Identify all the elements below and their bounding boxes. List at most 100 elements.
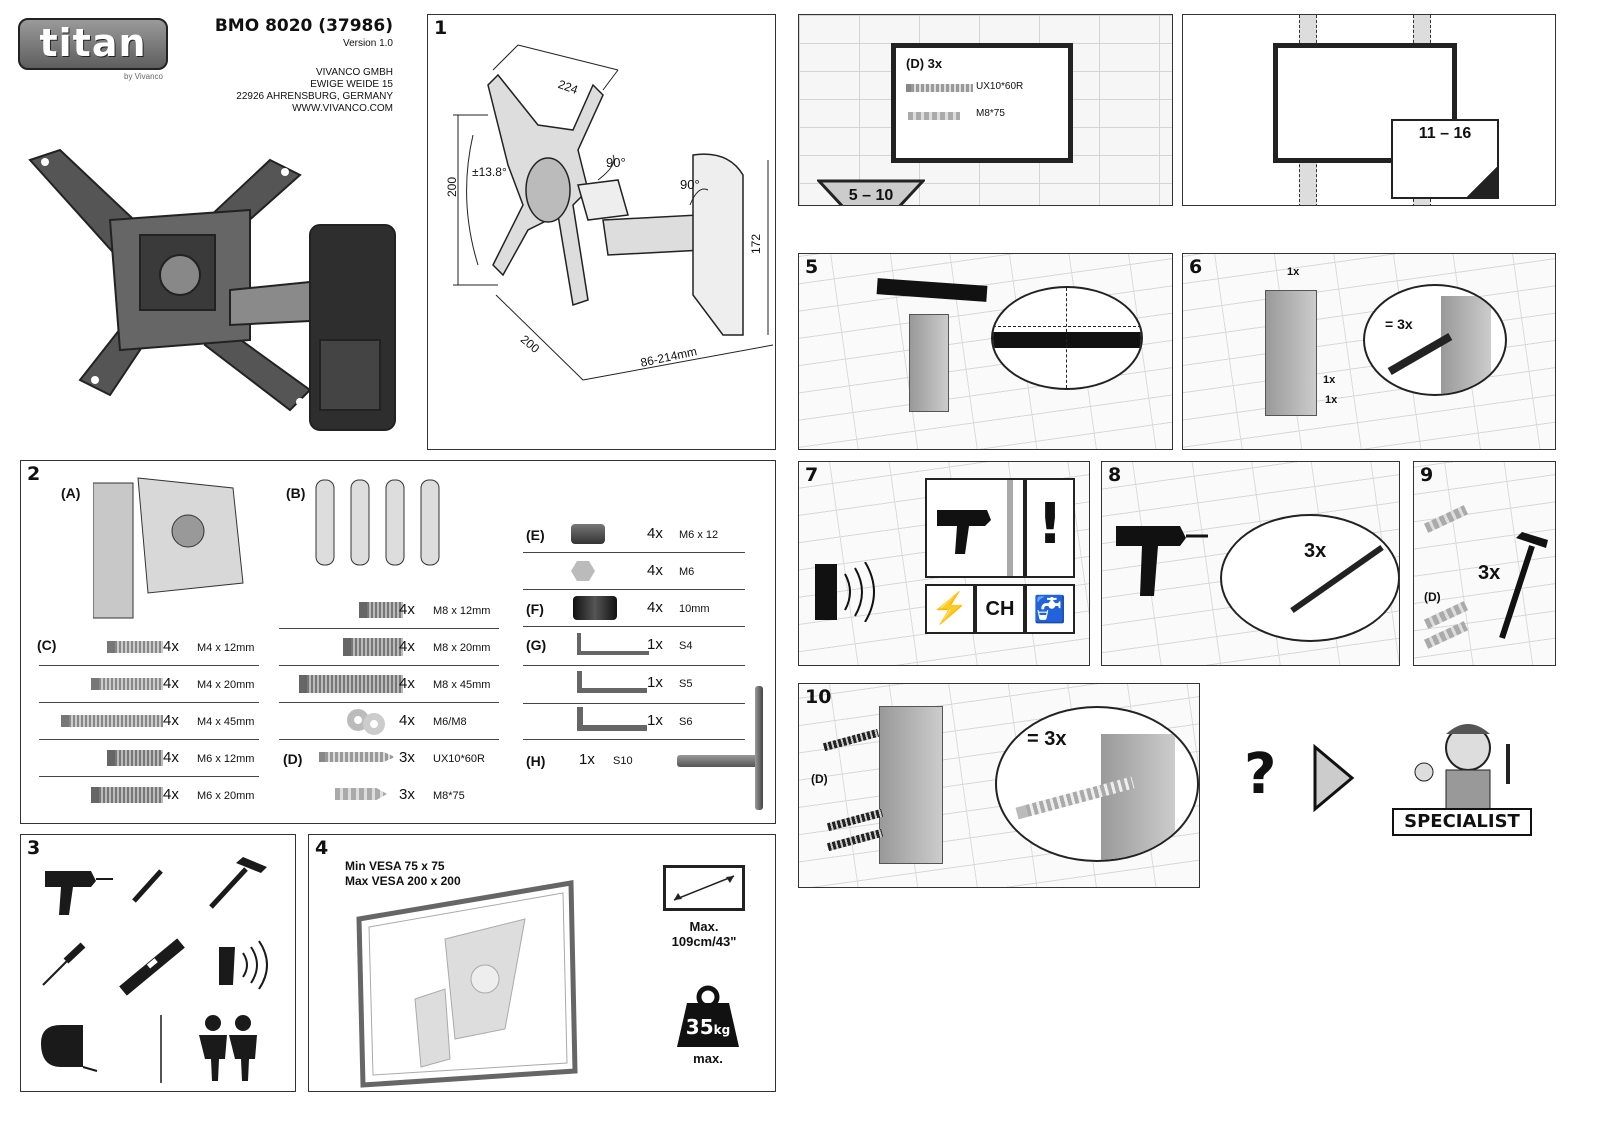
parts-label: (D) 3x: [906, 56, 943, 71]
part-row: 4x M4 x 45mm: [39, 703, 259, 740]
drill-warning-box: [925, 478, 1025, 578]
steps-range-b: 11 – 16: [1418, 125, 1472, 142]
step-number: 9: [1420, 464, 1434, 486]
part-spec: M6: [679, 566, 695, 578]
detector-icon: [815, 564, 837, 620]
part-row: 4x 10mm: [523, 590, 745, 627]
t-wrench-handle: [755, 686, 763, 810]
step-number: 5: [805, 256, 819, 278]
wood-screw-icon: [906, 84, 973, 92]
part-row: 4x M6 x 12mm: [39, 740, 259, 777]
panel-number: 2: [27, 463, 41, 485]
part-qty: 4x: [163, 638, 179, 655]
wood-screw-icon: [319, 752, 395, 762]
specialist-mascot: [1412, 714, 1524, 810]
specialist-label: SPECIALIST: [1392, 808, 1532, 836]
part-qty: 4x: [647, 562, 663, 579]
step-6-panel: 6 1x 1x 1x = 3x: [1182, 253, 1556, 450]
parts-label: (D): [811, 772, 828, 786]
tv-back-illustration: [356, 880, 578, 1088]
part-row: 4x M8 x 45mm: [279, 666, 499, 703]
drill-icon: [45, 871, 113, 915]
tv-outline: (D) 3x UX10*60R M8*75: [891, 43, 1073, 163]
spirit-level-icon: [876, 278, 988, 302]
screw-icon: [299, 675, 403, 693]
panel-3-tools: 3: [20, 834, 296, 1092]
screw-icon: [61, 715, 163, 727]
part-qty: 1x: [647, 712, 663, 729]
spacer-icon: [573, 596, 617, 620]
part-row: 4x M6 x 12: [523, 516, 745, 553]
mark-label: 1x: [1325, 394, 1338, 406]
model-title: BMO 8020 (37986): [214, 16, 393, 36]
part-qty: 3x: [399, 749, 415, 766]
drill-bit-icon: [132, 869, 163, 903]
step-5-panel: 5: [798, 253, 1173, 450]
times-label: 3x: [1304, 540, 1327, 562]
part-spec: UX10*60R: [433, 753, 485, 765]
spirit-level-icon: [119, 938, 185, 996]
vesa-min: Min VESA 75 x 75: [345, 859, 445, 873]
plug-label: M8*75: [976, 108, 1005, 119]
part-qty: 4x: [647, 599, 663, 616]
part-spec: M8 x 12mm: [433, 605, 491, 617]
part-spec: M6/M8: [433, 716, 467, 728]
part-row: 4x M6: [523, 553, 745, 590]
zoom-bubble: [991, 286, 1143, 390]
part-qty: 4x: [399, 675, 415, 692]
wall-plate: [879, 706, 943, 864]
part-qty: 1x: [647, 636, 663, 653]
screw-label: UX10*60R: [976, 81, 1024, 92]
part-label-a: (A): [61, 485, 81, 501]
dim-rotation-1: 90°: [606, 155, 626, 170]
step-number: 6: [1189, 256, 1203, 278]
part-qty: 4x: [399, 601, 415, 618]
tape-measure-icon: [41, 1025, 98, 1072]
arrow-right-icon: [1312, 744, 1356, 812]
weight-max: max.: [693, 1051, 723, 1066]
question-mark: ?: [1244, 742, 1277, 807]
times-label: = 3x: [1027, 728, 1067, 750]
brand-sub: by Vivanco: [124, 72, 163, 81]
part-qty: 3x: [399, 786, 415, 803]
overview-panel-wall: (D) 3x UX10*60R M8*75 5 – 10: [798, 14, 1173, 206]
part-qty: 4x: [647, 525, 663, 542]
part-label-c: (C): [37, 637, 57, 653]
address-line: EWIGE WEIDE 15: [310, 79, 393, 90]
allen-key-icon: [577, 707, 647, 731]
part-row: 4x M8 x 20mm: [279, 629, 499, 666]
t-wrench-icon: [677, 755, 761, 767]
part-label-b: (B): [286, 485, 306, 501]
dim-tilt: ±13.8°: [472, 165, 507, 179]
step-number: 7: [805, 464, 819, 486]
part-label-h: (H): [526, 753, 546, 769]
part-b-image: [311, 475, 451, 570]
product-image: [20, 140, 410, 440]
part-qty: 4x: [163, 786, 179, 803]
part-row: 1x S4: [523, 627, 745, 666]
washer-icon: [363, 713, 385, 735]
part-spec: M4 x 45mm: [197, 716, 255, 728]
step-number: 8: [1108, 464, 1122, 486]
part-row: 4x M6/M8: [279, 703, 499, 740]
zoom-bubble: = 3x: [995, 706, 1199, 862]
part-qty: 4x: [399, 638, 415, 655]
allen-key-icon: [577, 671, 647, 693]
mark-label: 1x: [1323, 374, 1336, 386]
wood-screw-icon: [822, 728, 880, 752]
wood-screw-icon: [826, 828, 884, 852]
brand-logo: titan: [18, 18, 168, 70]
part-spec: M4 x 12mm: [197, 642, 255, 654]
max-size-label: Max.: [689, 919, 719, 934]
part-spec: M8 x 20mm: [433, 642, 491, 654]
two-persons-icon: [199, 1015, 257, 1081]
screw-icon: [107, 641, 163, 653]
wall-plug-icon: [1423, 505, 1469, 533]
spacer-icon: [571, 524, 605, 544]
wood-screw-icon: [826, 808, 884, 832]
nut-icon: [571, 561, 595, 581]
steps-badge-b: 11 – 16: [1391, 119, 1499, 199]
part-row: 4x M6 x 20mm: [39, 777, 259, 813]
step-7-panel: 7 ! ⚡ CH 🚰: [798, 461, 1090, 666]
zoom-bubble: = 3x: [1363, 284, 1507, 396]
